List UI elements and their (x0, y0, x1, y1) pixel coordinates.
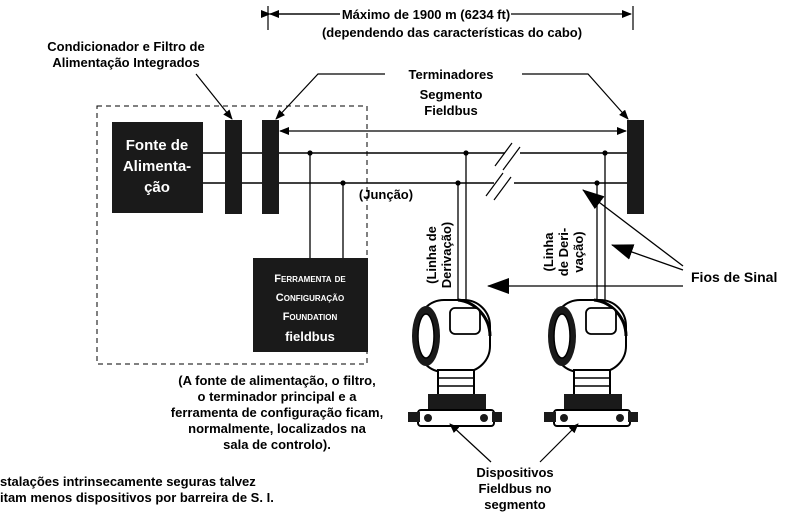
conditioner-filter-block (225, 120, 242, 214)
terminator-pointer-left (275, 73, 385, 120)
svg-text:(Linha: (Linha (541, 232, 556, 272)
fieldbus-device-2 (544, 298, 638, 427)
fieldbus-trunk (201, 142, 634, 201)
conditioner-label-line1: Condicionador e Filtro de (47, 39, 204, 54)
svg-text:Derivação): Derivação) (439, 222, 454, 288)
devices-pointer-2 (539, 423, 579, 463)
svg-text:de Deri-: de Deri- (556, 228, 571, 276)
note-line2: o terminador principal e a (198, 389, 358, 404)
terminator-right (627, 120, 644, 214)
terminators-label: Terminadores (408, 67, 493, 82)
power-label-line2: Alimenta- (123, 158, 191, 175)
signal-wire-arrows (487, 189, 684, 294)
svg-text:vação): vação) (571, 231, 586, 272)
config-tool-box (253, 258, 368, 352)
tool-label-line1: Ferramenta de (274, 273, 346, 285)
terminator-pointer-right (522, 73, 629, 120)
tool-label-line3: Foundation (283, 311, 338, 323)
power-supply-box (112, 122, 203, 213)
segment-label-line2: Fieldbus (424, 103, 477, 118)
bottom-note-line2: itam menos dispositivos por barreira de … (0, 490, 274, 505)
max-length-label: Máximo de 1900 m (6234 ft) (342, 7, 510, 22)
devices-pointer-1 (449, 423, 492, 463)
conditioner-label-line2: Alimentação Integrados (52, 55, 199, 70)
note-line3: ferramenta de configuração ficam, (171, 405, 383, 420)
power-label-line1: Fonte de (126, 137, 189, 154)
control-room-boundary (96, 105, 368, 365)
spur-label-2: (Linha de Deri- vação) (541, 228, 586, 276)
note-line4: normalmente, localizados na (188, 421, 366, 436)
signal-wires-label: Fios de Sinal (691, 269, 777, 285)
devices-label-line2: Fieldbus no (479, 481, 552, 496)
power-label-line3: ção (144, 179, 170, 196)
note-line1: (A fonte de alimentação, o filtro, (178, 373, 375, 388)
tool-label-line2: Configuração (276, 292, 344, 304)
spur-label-1: (Linha de Derivação) (424, 222, 454, 288)
tool-label-line4: fieldbus (285, 329, 335, 344)
cable-note-label: (dependendo das características do cabo) (322, 25, 582, 40)
bottom-note-line1: stalações intrinsecamente seguras talvez (0, 474, 256, 489)
spur-wires-device-2 (594, 150, 608, 322)
svg-text:(Linha de: (Linha de (424, 226, 439, 284)
segment-label-line1: Segmento (420, 87, 483, 102)
terminator-left (262, 120, 279, 214)
conditioner-pointer (195, 73, 233, 120)
junction-label: (Junção) (359, 187, 413, 202)
spur-wires-device-1 (455, 150, 469, 322)
devices-label-line1: Dispositivos (476, 465, 553, 480)
tool-wires (307, 150, 346, 258)
fieldbus-device-1 (408, 298, 502, 427)
max-length-dimension (261, 6, 634, 30)
devices-label-line3: segmento (484, 497, 545, 512)
note-line5: sala de controlo). (223, 437, 331, 452)
